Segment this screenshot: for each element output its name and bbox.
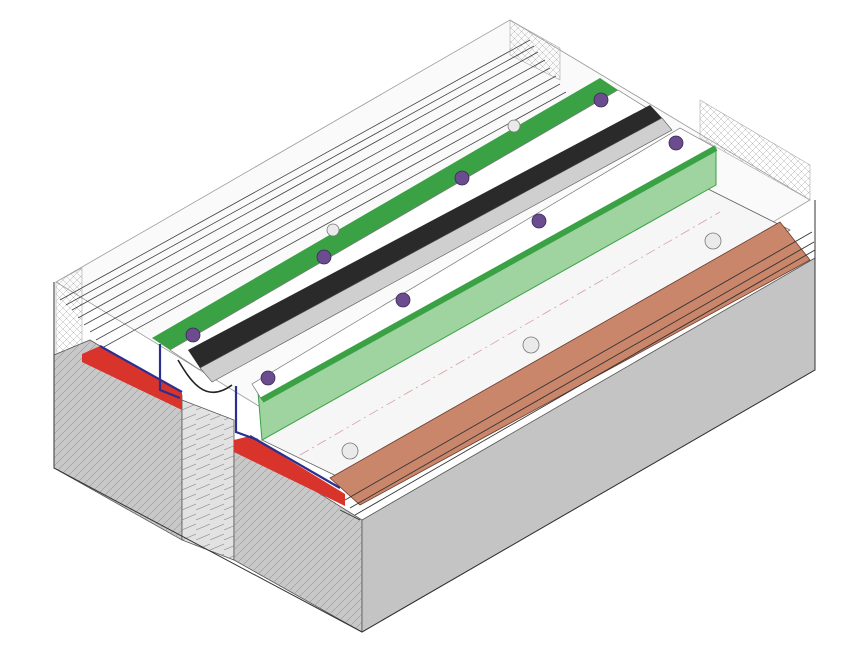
bolt bbox=[531, 213, 547, 229]
concrete-block-right bbox=[233, 257, 816, 633]
screw bbox=[507, 119, 521, 133]
cover-plate-right bbox=[251, 127, 718, 441]
rubber-seal bbox=[177, 105, 673, 393]
screw bbox=[326, 223, 340, 237]
screw bbox=[341, 442, 359, 460]
red-membrane bbox=[82, 346, 345, 506]
bolt bbox=[593, 92, 609, 108]
bolt bbox=[316, 249, 332, 265]
bolt bbox=[668, 135, 684, 151]
anchor-screws bbox=[326, 119, 722, 460]
edge-profiles-right bbox=[339, 231, 816, 521]
screw bbox=[522, 336, 540, 354]
bolt bbox=[260, 370, 276, 386]
blue-membrane bbox=[99, 344, 341, 489]
copper-strip bbox=[329, 221, 811, 506]
bolt bbox=[185, 327, 201, 343]
bolts bbox=[185, 92, 684, 386]
joint-filler bbox=[181, 399, 235, 561]
screw bbox=[704, 232, 722, 250]
bolt bbox=[395, 292, 411, 308]
layered-membranes-left bbox=[59, 39, 567, 349]
base-outline bbox=[53, 200, 816, 633]
bolt bbox=[454, 170, 470, 186]
